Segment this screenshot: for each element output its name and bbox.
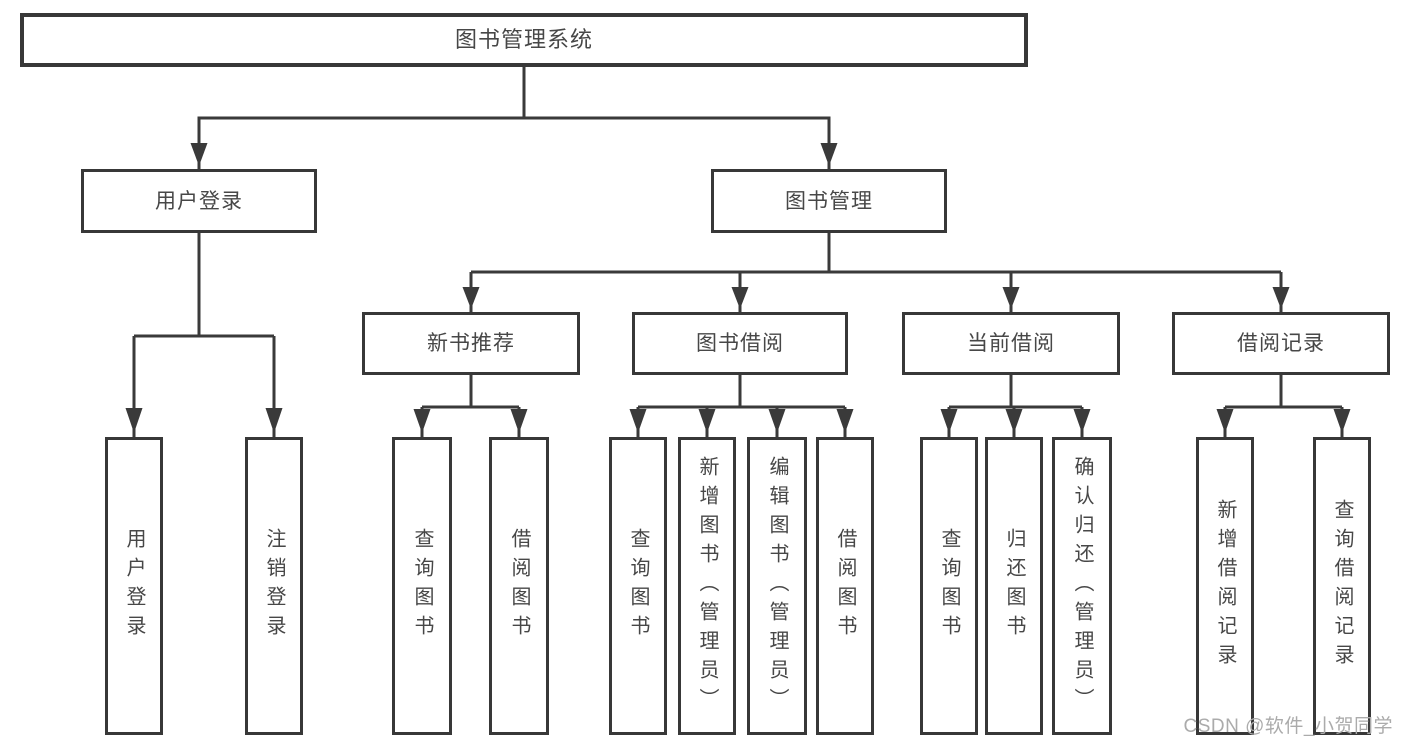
connector-new-book-rec-children bbox=[413, 375, 528, 437]
arrowhead bbox=[820, 143, 838, 166]
arrowhead bbox=[1216, 409, 1234, 433]
leaf-query-books-borrowing: 查询图书 bbox=[609, 437, 667, 735]
leaf-query-books-current: 查询图书 bbox=[920, 437, 978, 735]
connector-book-borrow-children bbox=[629, 375, 854, 437]
arrowhead bbox=[698, 409, 716, 433]
connector-user-login-children bbox=[125, 233, 283, 437]
leaf-borrow-books-borrowing: 借阅图书 bbox=[816, 437, 874, 735]
leaf-borrow-books-recommend: 借阅图书 bbox=[489, 437, 549, 735]
leaf-edit-books-admin: 编辑图书（管理员） bbox=[747, 437, 807, 735]
leaf-query-borrow-record: 查询借阅记录 bbox=[1313, 437, 1371, 735]
leaf-query-books-recommend: 查询图书 bbox=[392, 437, 452, 735]
arrowhead bbox=[940, 409, 958, 433]
arrowhead bbox=[190, 143, 208, 166]
csdn-watermark: CSDN @软件_小贺同学 bbox=[1183, 716, 1393, 737]
arrowhead bbox=[731, 287, 749, 309]
arrowhead bbox=[510, 409, 528, 433]
arrowhead bbox=[1002, 287, 1020, 309]
leaf-add-books-admin: 新增图书（管理员） bbox=[678, 437, 736, 735]
connector-current-borrow-children bbox=[940, 375, 1091, 437]
arrowhead bbox=[125, 408, 143, 433]
arrowhead bbox=[768, 409, 786, 433]
node-new-book-recommend: 新书推荐 bbox=[362, 312, 580, 375]
arrowhead bbox=[1333, 409, 1351, 433]
arrowhead bbox=[836, 409, 854, 433]
leaf-confirm-return-admin: 确认归还（管理员） bbox=[1052, 437, 1112, 735]
connector-borrow-records-children bbox=[1216, 375, 1351, 437]
arrowhead bbox=[413, 409, 431, 433]
leaf-logout: 注销登录 bbox=[245, 437, 303, 735]
arrowhead bbox=[462, 287, 480, 309]
connector-book-mgmt-to-level3 bbox=[462, 233, 1290, 312]
node-root: 图书管理系统 bbox=[20, 13, 1028, 67]
node-book-management: 图书管理 bbox=[711, 169, 947, 233]
leaf-add-borrow-record: 新增借阅记录 bbox=[1196, 437, 1254, 735]
connector-root-to-level2 bbox=[190, 67, 838, 169]
arrowhead bbox=[1073, 409, 1091, 433]
leaf-user-login: 用户登录 bbox=[105, 437, 163, 735]
arrowhead bbox=[1005, 409, 1023, 433]
node-user-login: 用户登录 bbox=[81, 169, 317, 233]
arrowhead bbox=[265, 408, 283, 433]
arrowhead bbox=[1272, 287, 1290, 309]
node-current-borrowing: 当前借阅 bbox=[902, 312, 1120, 375]
arrowhead bbox=[629, 409, 647, 433]
node-borrow-records: 借阅记录 bbox=[1172, 312, 1390, 375]
leaf-return-books: 归还图书 bbox=[985, 437, 1043, 735]
node-book-borrowing: 图书借阅 bbox=[632, 312, 848, 375]
